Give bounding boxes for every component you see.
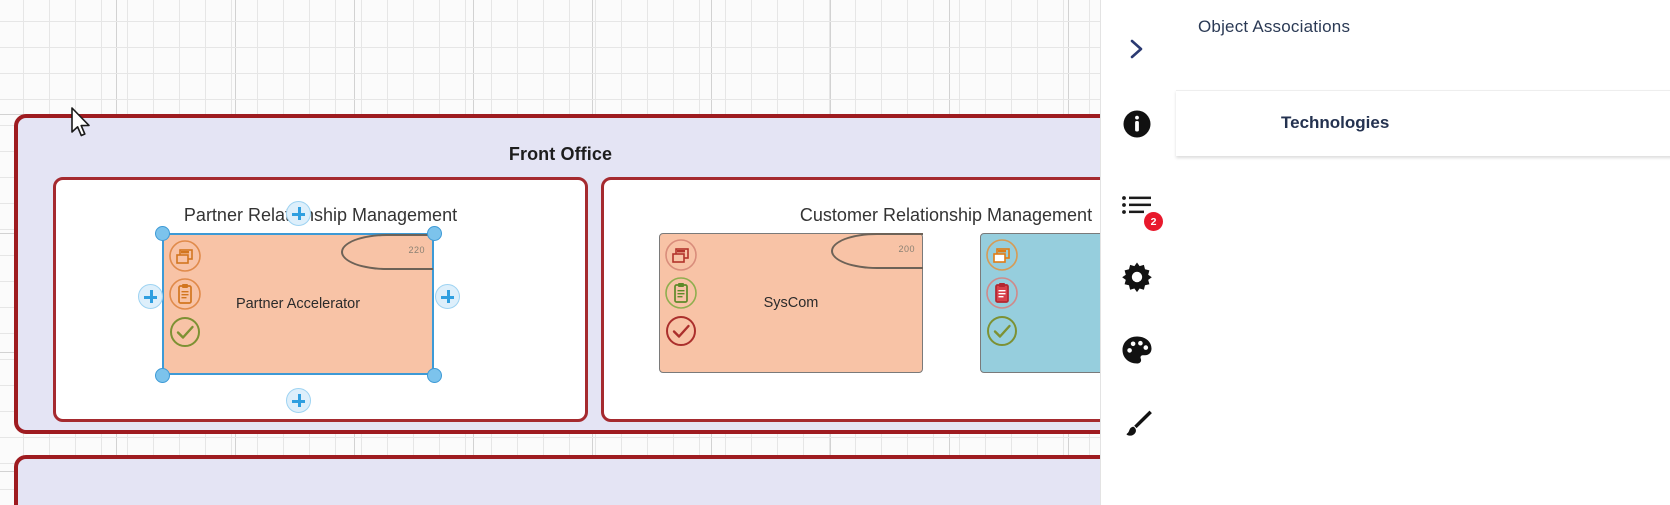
application-component-icon bbox=[663, 237, 699, 273]
check-circle-icon bbox=[984, 313, 1020, 349]
selection-handle-bottom-left[interactable] bbox=[155, 368, 170, 383]
selection-handle-top-right[interactable] bbox=[427, 226, 442, 241]
node-count-oval: 220 bbox=[341, 234, 433, 270]
group-partner-relationship-management[interactable]: Partner Relationship Management 220 bbox=[53, 177, 588, 422]
add-anchor-bottom[interactable] bbox=[286, 388, 311, 413]
application-component-icon bbox=[984, 237, 1020, 273]
layer-title: Front Office bbox=[508, 144, 613, 164]
accordion-label: Technologies bbox=[1281, 113, 1390, 132]
node-count-value: 220 bbox=[408, 245, 425, 255]
diagram-canvas[interactable]: Front Office Partner Relationship Manage… bbox=[0, 0, 1100, 505]
clipboard-icon bbox=[984, 275, 1020, 311]
node-syscom[interactable]: 200 bbox=[659, 233, 923, 373]
add-anchor-right[interactable] bbox=[435, 284, 460, 309]
panel-heading: Object Associations bbox=[1198, 17, 1351, 36]
node-partner-accelerator[interactable]: 220 bbox=[162, 233, 434, 375]
node-label: Partner Accelerator bbox=[235, 296, 361, 312]
rail-palette-icon[interactable] bbox=[1115, 328, 1159, 372]
group-customer-relationship-management[interactable]: Customer Relationship Management 200 bbox=[601, 177, 1100, 422]
layer-second[interactable] bbox=[14, 455, 1100, 505]
selection-handle-top-left[interactable] bbox=[155, 226, 170, 241]
rail-chevron-right-icon[interactable] bbox=[1115, 27, 1159, 71]
node-icon-column bbox=[663, 237, 699, 349]
mouse-pointer-icon bbox=[70, 107, 94, 141]
node-icon-column bbox=[984, 237, 1020, 349]
node-sale[interactable]: Sale bbox=[980, 233, 1100, 373]
node-icon-column bbox=[167, 238, 203, 350]
accordion-technologies[interactable]: Technologies bbox=[1176, 90, 1670, 156]
application-component-icon bbox=[167, 238, 203, 274]
rail-list-badge: 2 bbox=[1144, 212, 1163, 231]
node-count-oval: 200 bbox=[831, 233, 923, 269]
rail-paintbrush-icon[interactable] bbox=[1115, 402, 1159, 446]
group-title: Partner Relationship Management bbox=[183, 205, 458, 225]
rail-list-icon[interactable]: 2 bbox=[1115, 185, 1163, 231]
rail-info-icon[interactable] bbox=[1115, 102, 1159, 146]
check-circle-icon bbox=[663, 313, 699, 349]
clipboard-icon bbox=[167, 276, 203, 312]
icon-rail: 2 bbox=[1101, 0, 1173, 505]
layer-front-office[interactable]: Front Office Partner Relationship Manage… bbox=[14, 114, 1100, 434]
panel-body: Object Associations Technologies bbox=[1173, 0, 1670, 505]
group-title: Customer Relationship Management bbox=[799, 205, 1093, 225]
selection-handle-bottom-right[interactable] bbox=[427, 368, 442, 383]
right-panel: 2 bbox=[1100, 0, 1670, 505]
node-count-value: 200 bbox=[898, 244, 915, 254]
rail-gear-icon[interactable] bbox=[1115, 255, 1159, 299]
add-anchor-left[interactable] bbox=[138, 284, 163, 309]
check-circle-icon bbox=[167, 314, 203, 350]
add-anchor-top[interactable] bbox=[286, 201, 311, 226]
clipboard-icon bbox=[663, 275, 699, 311]
node-label: SysCom bbox=[763, 295, 819, 311]
